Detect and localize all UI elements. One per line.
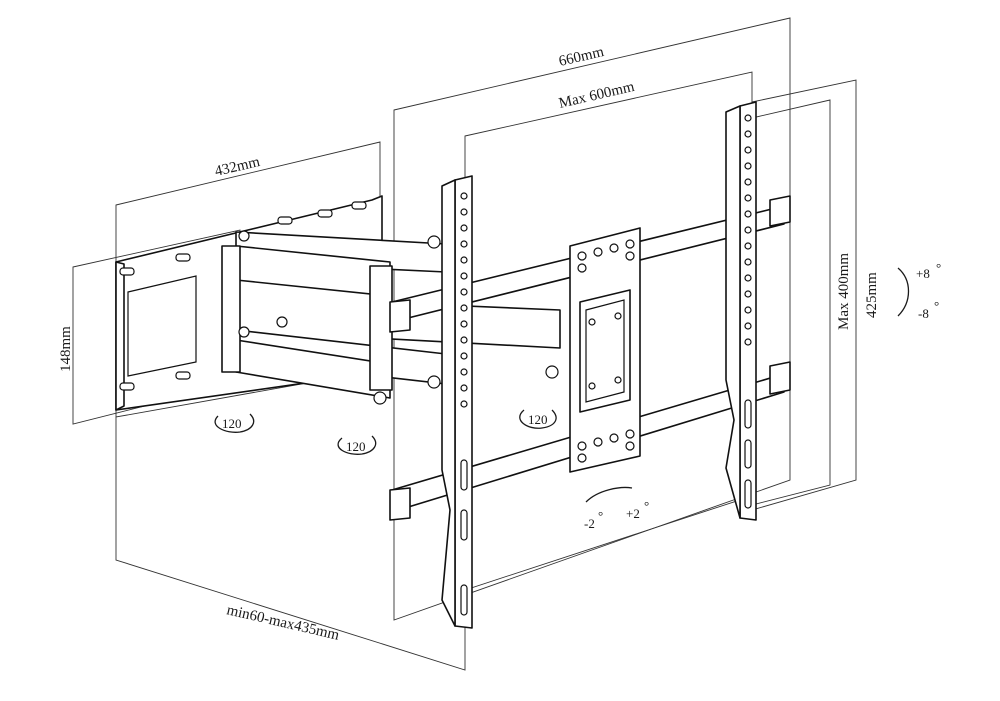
tilt-arrow-icon bbox=[897, 267, 910, 317]
label-swivel-1: 120 bbox=[222, 416, 242, 431]
arm-hinge-right bbox=[369, 265, 393, 391]
wall-plate-window bbox=[127, 275, 197, 377]
degree-tilt-down: ° bbox=[934, 298, 939, 313]
label-swivel-2: 120 bbox=[346, 439, 366, 454]
degree-level-minus: ° bbox=[598, 508, 603, 523]
label-extension: min60-max435mm bbox=[225, 602, 341, 644]
label-level-minus: -2 bbox=[584, 516, 595, 531]
left-vertical-bracket bbox=[441, 175, 473, 629]
dimension-frames bbox=[72, 17, 857, 671]
rotation-labels: 120 120 120 +8 ° -8 ° -2 ° +2 ° bbox=[222, 260, 941, 531]
right-vertical-bracket bbox=[725, 101, 757, 521]
swivel-arrow-2-icon bbox=[337, 435, 377, 455]
label-swivel-3: 120 bbox=[528, 412, 548, 427]
degree-tilt-up: ° bbox=[936, 260, 941, 275]
frame-max-400mm bbox=[751, 99, 831, 506]
bottom-rail-left-cap bbox=[389, 487, 411, 521]
top-rail-left-cap bbox=[389, 299, 411, 333]
label-148mm: 148mm bbox=[58, 326, 74, 372]
bottom-rail-end-cap bbox=[769, 361, 791, 395]
label-level-plus: +2 bbox=[626, 506, 640, 521]
frame-extension bbox=[115, 417, 466, 671]
level-arrow-icon bbox=[585, 486, 633, 503]
label-tilt-up: +8 bbox=[916, 266, 930, 281]
label-425mm: 425mm bbox=[864, 272, 880, 318]
label-max-400mm: Max 400mm bbox=[836, 253, 852, 330]
top-rail-end-cap bbox=[769, 195, 791, 227]
swivel-arrow-1-icon bbox=[214, 413, 255, 433]
rotation-arrows bbox=[214, 267, 910, 503]
label-tilt-down: -8 bbox=[918, 306, 929, 321]
frame-660mm bbox=[393, 17, 791, 621]
swivel-arrow-3-icon bbox=[519, 409, 557, 429]
degree-level-plus: ° bbox=[644, 498, 649, 513]
tilt-head-plate bbox=[569, 227, 641, 473]
arm-hinge-left bbox=[221, 245, 241, 373]
